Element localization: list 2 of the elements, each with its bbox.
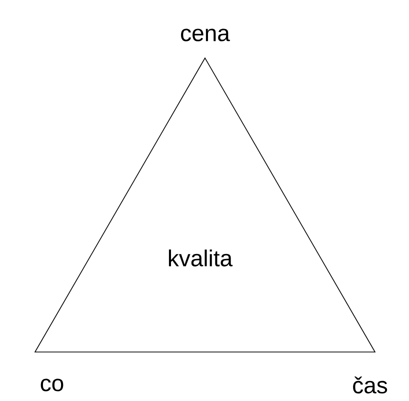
corner-label: co xyxy=(40,378,64,392)
corner-label: čas xyxy=(353,376,388,394)
